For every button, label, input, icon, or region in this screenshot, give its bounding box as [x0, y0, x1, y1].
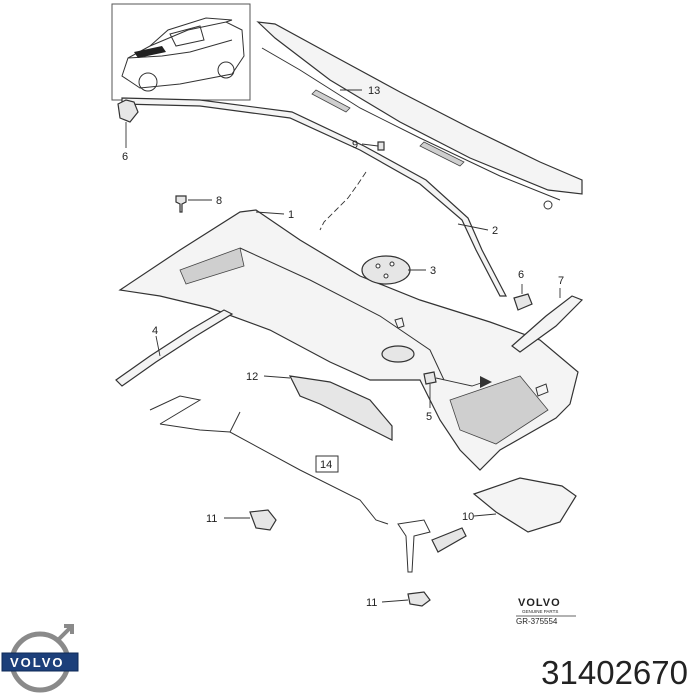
logo-text: VOLVO [10, 655, 65, 670]
leader-lines [125, 89, 561, 603]
part-hose-5 [423, 371, 492, 388]
callout-3: 3 [430, 265, 436, 277]
callout-6-right: 6 [518, 269, 524, 281]
callout-4: 4 [152, 325, 158, 337]
callout-10: 10 [462, 511, 474, 523]
genuine-parts-stamp: VOLVO GENUINE PARTS GR-375554 [516, 597, 576, 626]
part-strip-4 [115, 309, 234, 387]
part-clip-11 [249, 509, 431, 607]
callout-7: 7 [558, 275, 564, 287]
callout-8: 8 [216, 195, 222, 207]
callout-1: 1 [288, 209, 294, 221]
part-cowl-cover [118, 209, 579, 471]
callout-14-box: 14 [315, 455, 339, 473]
callout-14: 14 [320, 459, 332, 471]
part-hose-14 [149, 395, 467, 573]
callout-5: 5 [426, 411, 432, 423]
callout-11-left: 11 [206, 513, 217, 525]
part-tray-10 [472, 477, 577, 533]
callout-12: 12 [246, 371, 258, 383]
callout-11-bottom: 11 [366, 597, 377, 609]
part-cowl-top [256, 21, 583, 210]
part-number: 31402670 [541, 654, 688, 691]
part-pin-9 [377, 141, 385, 151]
stamp-brand: VOLVO [518, 597, 561, 609]
callout-9: 9 [352, 139, 358, 151]
part-seal-strip [121, 97, 507, 297]
volvo-logo: VOLVO [1, 624, 79, 693]
callout-2: 2 [492, 225, 498, 237]
stamp-subtitle: GENUINE PARTS [522, 609, 558, 614]
part-cap [361, 255, 411, 285]
part-bolt-8 [175, 195, 187, 213]
callout-13: 13 [368, 85, 380, 97]
stamp-code: GR-375554 [516, 617, 558, 626]
part-bracket-12 [288, 375, 393, 441]
part-clip-6 [117, 99, 533, 311]
part-bracket-7 [511, 295, 584, 353]
car-inset [111, 3, 251, 101]
callout-6-top: 6 [122, 151, 128, 163]
